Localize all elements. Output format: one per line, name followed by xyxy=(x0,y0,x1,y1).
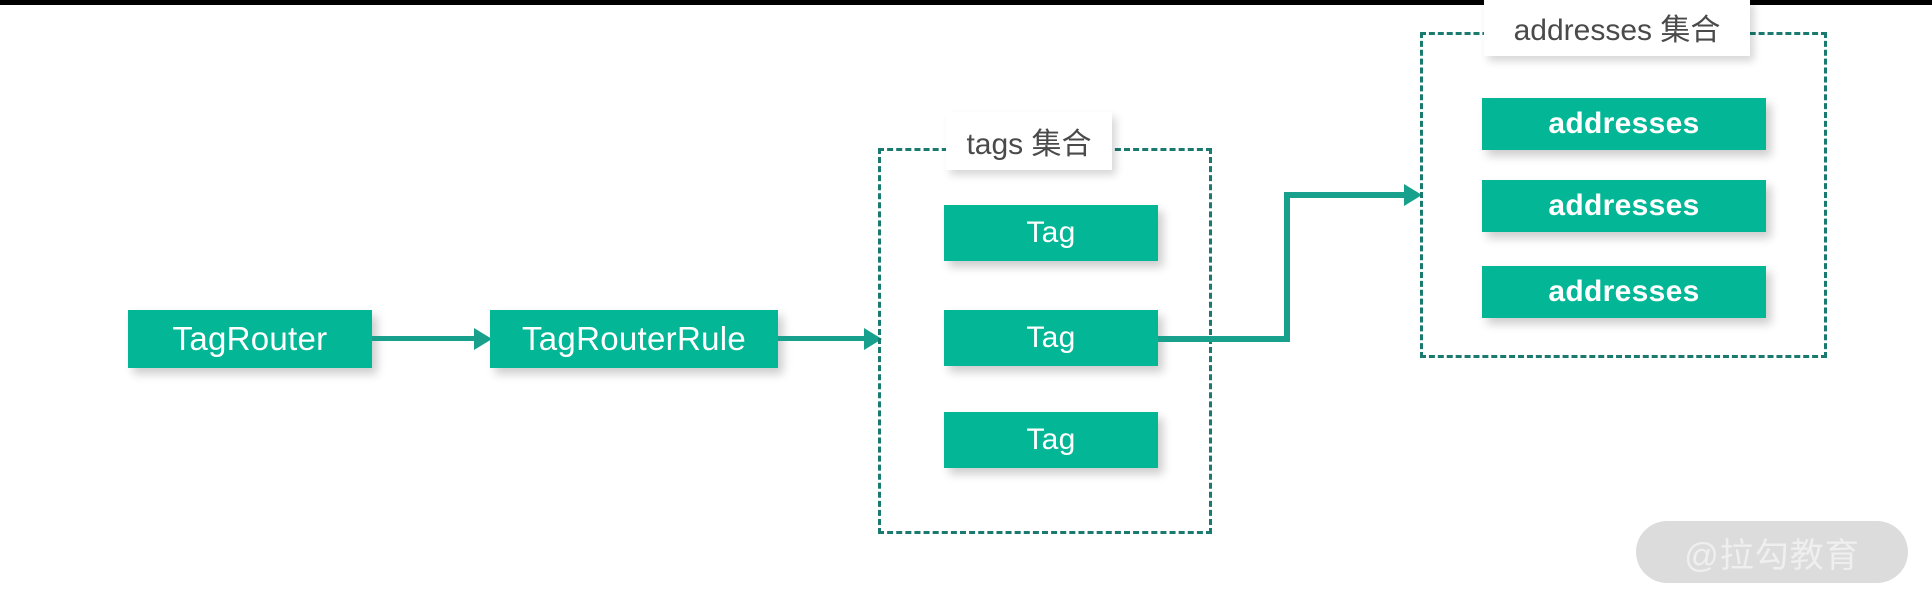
list-item-addresses-label: addresses xyxy=(1548,107,1700,140)
list-item-tag-label: Tag xyxy=(1026,321,1076,354)
node-tag-router-rule-label: TagRouterRule xyxy=(521,320,747,357)
list-item-tag[interactable]: Tag xyxy=(944,205,1158,261)
list-item-tag-label: Tag xyxy=(1026,216,1076,249)
top-black-bar xyxy=(0,0,1932,5)
watermark: @拉勾教育 xyxy=(1636,521,1908,583)
watermark-text: @拉勾教育 xyxy=(1684,536,1860,575)
connector-tagrouter-to-tagrouterrule-line xyxy=(372,336,476,341)
node-tag-router-rule[interactable]: TagRouterRule xyxy=(490,310,778,368)
list-item-tag[interactable]: Tag xyxy=(944,310,1158,366)
connector-tagrouterrule-to-tags-arrowhead-icon xyxy=(864,328,882,350)
list-item-addresses[interactable]: addresses xyxy=(1482,180,1766,232)
connector-tag-to-addresses-segment-horizontal-upper xyxy=(1284,192,1408,198)
connector-tagrouter-to-tagrouterrule-arrowhead-icon xyxy=(474,328,492,350)
connector-tagrouterrule-to-tags-line xyxy=(778,336,866,341)
node-tag-router[interactable]: TagRouter xyxy=(128,310,372,368)
list-item-tag[interactable]: Tag xyxy=(944,412,1158,468)
list-item-addresses-label: addresses xyxy=(1548,275,1700,308)
list-item-tag-label: Tag xyxy=(1026,423,1076,456)
node-tag-router-label: TagRouter xyxy=(172,320,328,357)
list-item-addresses[interactable]: addresses xyxy=(1482,266,1766,318)
group-addresses-collection-label-text: addresses 集合 xyxy=(1513,14,1721,47)
group-addresses-collection-label: addresses 集合 xyxy=(1484,0,1750,56)
group-tags-collection-label-text: tags 集合 xyxy=(966,128,1092,161)
connector-tag-to-addresses-segment-vertical xyxy=(1284,192,1290,342)
list-item-addresses-label: addresses xyxy=(1548,189,1700,222)
connector-tag-to-addresses-arrowhead-icon xyxy=(1404,184,1422,206)
group-tags-collection-label: tags 集合 xyxy=(946,112,1112,170)
list-item-addresses[interactable]: addresses xyxy=(1482,98,1766,150)
connector-tag-to-addresses-segment-horizontal-lower xyxy=(1158,336,1290,342)
